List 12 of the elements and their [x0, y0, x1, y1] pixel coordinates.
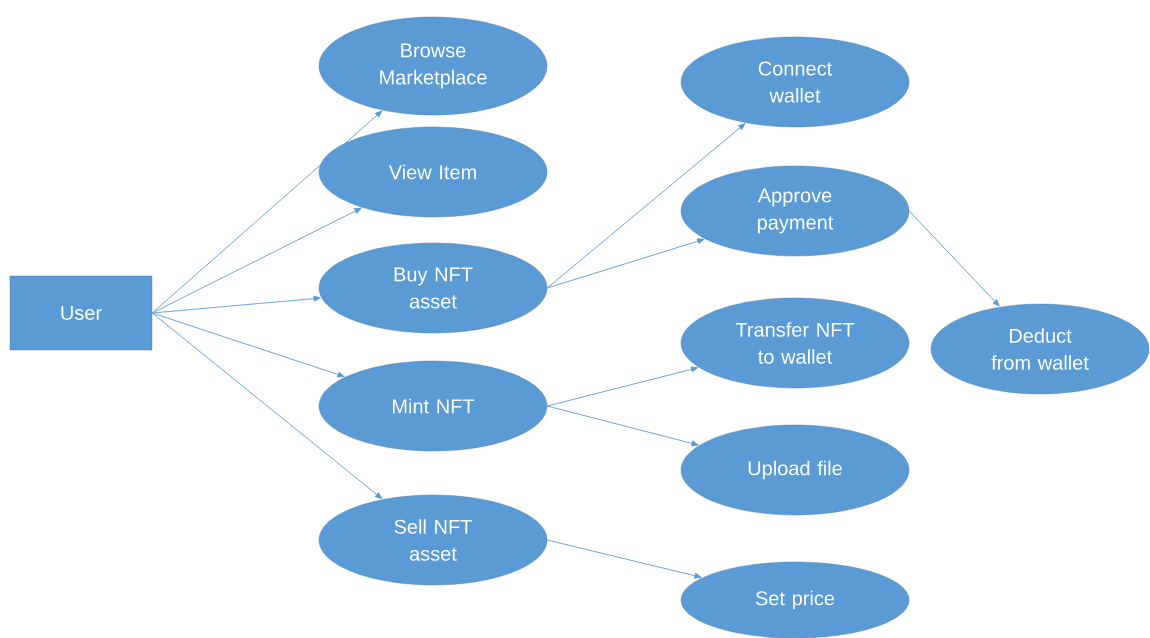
- arrow: [151, 110, 383, 314]
- arrow: [151, 207, 362, 314]
- arrow: [546, 123, 746, 289]
- arrow: [151, 312, 345, 378]
- arrow: [546, 238, 705, 289]
- arrow: [151, 312, 383, 500]
- arrow: [151, 295, 321, 314]
- arrow: [908, 210, 1000, 307]
- process-box: User: [9, 275, 153, 351]
- arrow: [546, 405, 699, 447]
- arrow: [546, 366, 699, 407]
- arrow: [546, 539, 702, 579]
